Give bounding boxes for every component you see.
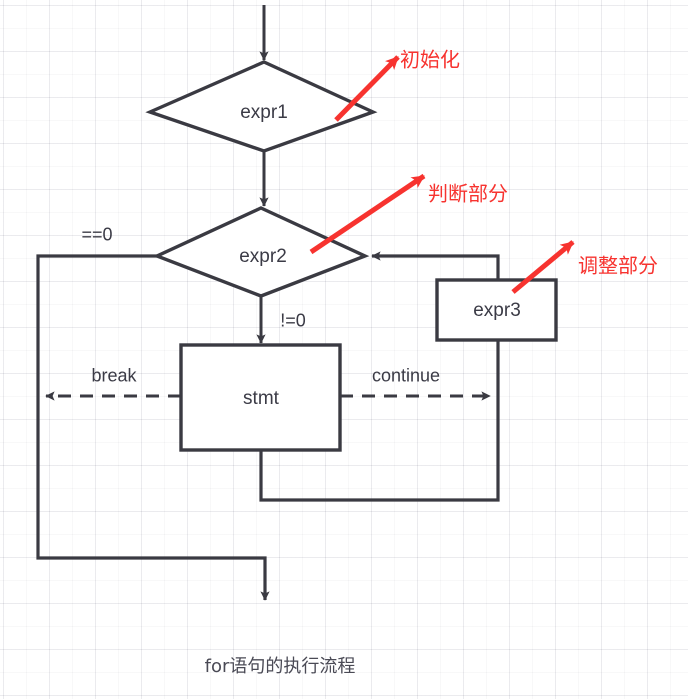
node-expr3[interactable] <box>435 278 558 342</box>
diagram-caption: for语句的执行流程 <box>204 656 356 677</box>
edge-stmt-to-expr3 <box>259 340 500 502</box>
annotation-label-adjust: 调整部分 <box>578 253 658 278</box>
node-expr2[interactable] <box>152 206 370 298</box>
edge-label-continue: continue <box>371 365 441 386</box>
node-expr1[interactable] <box>145 60 378 153</box>
annotation-arrow-test <box>309 173 426 255</box>
edge-label-neq-zero: !=0 <box>280 310 306 331</box>
node-stmt[interactable] <box>179 343 342 452</box>
edge-expr3-to-expr2 <box>371 251 500 280</box>
edge-label-break: break <box>91 365 137 386</box>
annotation-arrow-adjust <box>511 240 575 294</box>
edge-expr2-false-exit <box>36 254 270 601</box>
edge-label-eq-zero: ==0 <box>81 224 113 245</box>
annotation-arrow-init <box>334 55 400 122</box>
annotation-label-test: 判断部分 <box>428 181 508 206</box>
annotation-label-init: 初始化 <box>400 47 460 72</box>
